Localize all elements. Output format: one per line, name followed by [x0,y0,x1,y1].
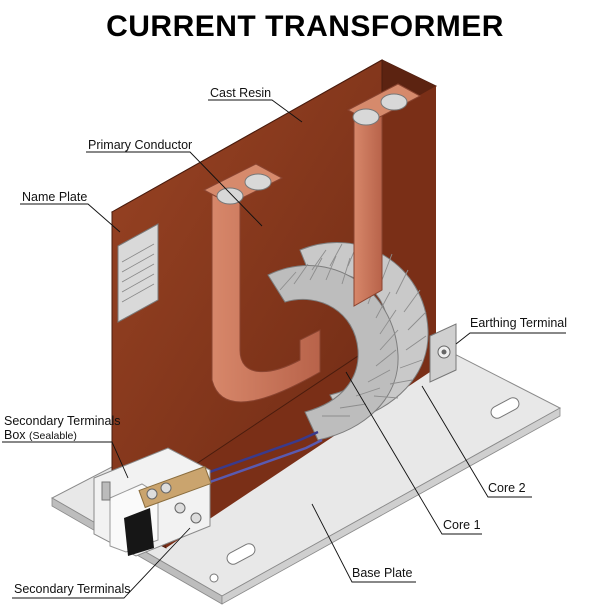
label-core-2: Core 2 [488,481,526,495]
leader-secondary-box [2,441,129,479]
name-plate [117,223,159,323]
label-primary-conductor: Primary Conductor [88,138,193,152]
base-plate-slot [226,543,256,565]
secondary-terminals-box [93,447,212,557]
label-secondary-terminals-box-line2: Box (Sealable) [4,428,121,443]
leader-cast-resin [208,99,303,123]
label-sealable-note: (Sealable) [29,430,77,442]
leader-core-1 [345,371,482,535]
leader-base-plate [311,503,416,583]
label-secondary-terminals: Secondary Terminals [14,582,131,596]
leader-secondary-terminals [12,527,191,599]
label-base-plate: Base Plate [352,566,413,580]
secondary-wires [169,430,323,496]
diagram-title: CURRENT TRANSFORMER [106,10,504,43]
label-secondary-terminals-box: Secondary Terminals Box (Sealable) [4,414,121,443]
label-earthing-terminal: Earthing Terminal [470,316,568,330]
label-cast-resin: Cast Resin [210,86,272,100]
leader-core-2 [421,385,532,498]
label-core-1: Core 1 [443,518,481,532]
leader-earthing [455,332,566,345]
base-plate-slot [490,397,520,419]
label-secondary-terminals-box-line1: Secondary Terminals [4,414,121,428]
label-name-plate: Name Plate [22,190,88,204]
leader-name-plate [20,203,121,233]
leader-primary-conductor [86,151,263,227]
label-box-word: Box [4,428,26,442]
earthing-terminal [429,323,457,383]
leader-lines [2,99,566,599]
base-plate-screw [209,573,219,583]
